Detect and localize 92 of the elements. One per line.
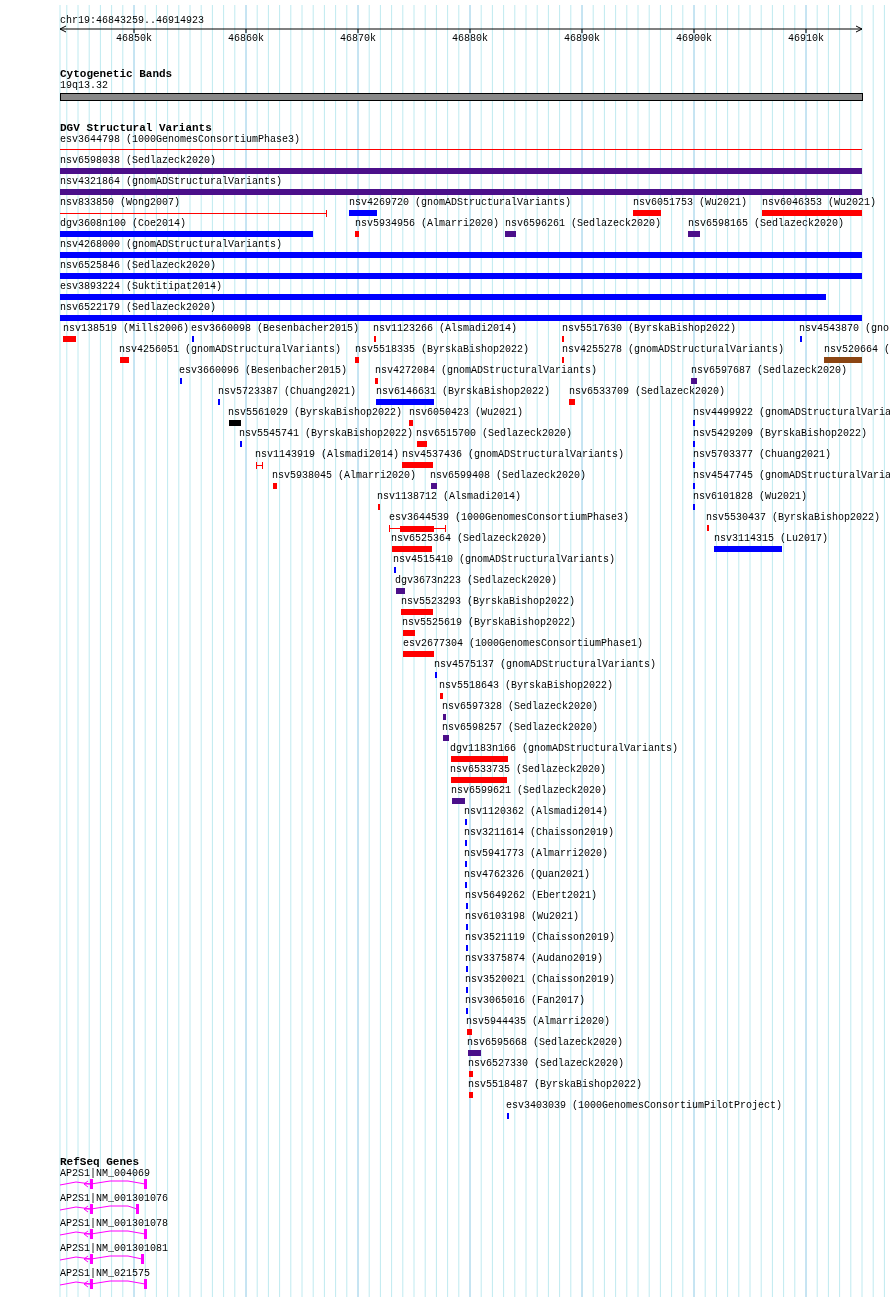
- tick-label: 46910k: [788, 33, 824, 45]
- variant-label: dgv1183n166 (gnomADStructuralVariants): [450, 743, 679, 755]
- variant-label: nsv6597687 (Sedlazeck2020): [691, 365, 848, 377]
- variant-label: nsv5523293 (ByrskaBishop2022): [401, 596, 576, 608]
- variant-label: nsv3065016 (Fan2017): [465, 995, 586, 1007]
- variant-label: nsv4575137 (gnomADStructuralVariants): [434, 659, 657, 671]
- gene-label: AP2S1|NM_001301076: [60, 1193, 169, 1205]
- variant-label: nsv6101828 (Wu2021): [693, 491, 808, 503]
- variant-label: nsv6050423 (Wu2021): [409, 407, 524, 419]
- tick-label: 46860k: [228, 33, 264, 45]
- variant-label: nsv5518335 (ByrskaBishop2022): [355, 344, 530, 356]
- variant-label: dgv3608n100 (Coe2014): [60, 218, 187, 230]
- gene-label: AP2S1|NM_001301081: [60, 1243, 169, 1255]
- variant-label: dgv3673n223 (Sedlazeck2020): [395, 575, 558, 587]
- variant-label: nsv3211614 (Chaisson2019): [464, 827, 615, 839]
- variant-label: nsv5518643 (ByrskaBishop2022): [439, 680, 614, 692]
- variant-label: nsv5525619 (ByrskaBishop2022): [402, 617, 577, 629]
- variant-label: nsv6597328 (Sedlazeck2020): [442, 701, 599, 713]
- variant-label: nsv4321864 (gnomADStructuralVariants): [60, 176, 283, 188]
- variant-label: nsv3114315 (Lu2017): [714, 533, 829, 545]
- variant-label: esv3660096 (Besenbacher2015): [179, 365, 348, 377]
- variant-label: nsv4268000 (gnomADStructuralVariants): [60, 239, 283, 251]
- gene-label: AP2S1|NM_001301078: [60, 1218, 169, 1230]
- variant-label: nsv5561029 (ByrskaBishop2022): [228, 407, 403, 419]
- variant-label: nsv520664 (: [824, 344, 890, 356]
- variant-label: nsv6599408 (Sedlazeck2020): [430, 470, 587, 482]
- tick-label: 46870k: [340, 33, 376, 45]
- variant-label: nsv5944435 (Almarri2020): [466, 1016, 611, 1028]
- track-title: DGV Structural Variants: [60, 122, 212, 134]
- variant-label: nsv6533709 (Sedlazeck2020): [569, 386, 726, 398]
- variant-label: nsv6595668 (Sedlazeck2020): [467, 1037, 624, 1049]
- variant-label: esv3660098 (Besenbacher2015): [191, 323, 360, 335]
- variant-label: nsv6046353 (Wu2021): [762, 197, 877, 209]
- coordinate-range: chr19:46843259..46914923: [60, 15, 205, 27]
- variant-label: nsv6051753 (Wu2021): [633, 197, 748, 209]
- variant-label: nsv5703377 (Chuang2021): [693, 449, 832, 461]
- variant-label: nsv833850 (Wong2007): [60, 197, 181, 209]
- variant-label: nsv1143919 (Alsmadi2014): [255, 449, 400, 461]
- variant-label: nsv5723387 (Chuang2021): [218, 386, 357, 398]
- variant-label: nsv6522179 (Sedlazeck2020): [60, 302, 217, 314]
- tick-label: 46880k: [452, 33, 488, 45]
- variant-label: nsv5934956 (Almarri2020): [355, 218, 500, 230]
- variant-label: nsv5938045 (Almarri2020): [272, 470, 417, 482]
- variant-label: nsv6525846 (Sedlazeck2020): [60, 260, 217, 272]
- variant-label: nsv6525364 (Sedlazeck2020): [391, 533, 548, 545]
- gene-label: AP2S1|NM_021575: [60, 1268, 150, 1280]
- variant-label: nsv6533735 (Sedlazeck2020): [450, 764, 607, 776]
- variant-label: nsv6146631 (ByrskaBishop2022): [376, 386, 551, 398]
- track-title: RefSeq Genes: [60, 1156, 140, 1168]
- variant-label: nsv4499922 (gnomADStructuralVaria: [693, 407, 890, 419]
- variant-label: nsv1138712 (Alsmadi2014): [377, 491, 522, 503]
- gene-label: AP2S1|NM_004069: [60, 1168, 150, 1180]
- variant-label: nsv5941773 (Almarri2020): [464, 848, 609, 860]
- variant-label: nsv1123266 (Alsmadi2014): [373, 323, 518, 335]
- variant-label: nsv6599621 (Sedlazeck2020): [451, 785, 608, 797]
- variant-label: nsv5649262 (Ebert2021): [465, 890, 598, 902]
- variant-label: nsv5518487 (ByrskaBishop2022): [468, 1079, 643, 1091]
- variant-label: nsv4537436 (gnomADStructuralVariants): [402, 449, 625, 461]
- variant-label: nsv5429209 (ByrskaBishop2022): [693, 428, 868, 440]
- variant-label: nsv3375874 (Audano2019): [465, 953, 604, 965]
- variant-label: nsv4255278 (gnomADStructuralVariants): [562, 344, 785, 356]
- variant-label: esv3644798 (1000GenomesConsortiumPhase3): [60, 134, 301, 146]
- variant-label: esv3893224 (Suktitipat2014): [60, 281, 223, 293]
- variant-label: nsv4269720 (gnomADStructuralVariants): [349, 197, 572, 209]
- variant-label: nsv6515700 (Sedlazeck2020): [416, 428, 573, 440]
- tick-label: 46890k: [564, 33, 600, 45]
- variant-label: esv2677304 (1000GenomesConsortiumPhase1): [403, 638, 644, 650]
- variant-label: nsv6103198 (Wu2021): [465, 911, 580, 923]
- variant-label: esv3403039 (1000GenomesConsortiumPilotProject): [506, 1100, 783, 1112]
- track-title: Cytogenetic Bands: [60, 68, 173, 80]
- variant-label: nsv6527330 (Sedlazeck2020): [468, 1058, 625, 1070]
- variant-label: nsv5530437 (ByrskaBishop2022): [706, 512, 881, 524]
- variant-label: nsv3520021 (Chaisson2019): [465, 974, 616, 986]
- variant-label: nsv4543870 (gno: [799, 323, 889, 335]
- variant-label: nsv4272084 (gnomADStructuralVariants): [375, 365, 598, 377]
- variant-label: nsv138519 (Mills2006): [63, 323, 190, 335]
- variant-label: nsv4762326 (Quan2021): [464, 869, 591, 881]
- variant-label: nsv6598165 (Sedlazeck2020): [688, 218, 845, 230]
- variant-label: nsv3521119 (Chaisson2019): [465, 932, 616, 944]
- variant-label: nsv4547745 (gnomADStructuralVaria: [693, 470, 890, 482]
- tick-label: 46900k: [676, 33, 712, 45]
- variant-label: nsv4256051 (gnomADStructuralVariants): [119, 344, 342, 356]
- variant-label: nsv6598038 (Sedlazeck2020): [60, 155, 217, 167]
- variant-label: nsv4515410 (gnomADStructuralVariants): [393, 554, 616, 566]
- variant-label: esv3644539 (1000GenomesConsortiumPhase3): [389, 512, 630, 524]
- tick-label: 46850k: [116, 33, 152, 45]
- variant-label: nsv5545741 (ByrskaBishop2022): [239, 428, 414, 440]
- variant-label: nsv1120362 (Alsmadi2014): [464, 806, 609, 818]
- variant-label: nsv6598257 (Sedlazeck2020): [442, 722, 599, 734]
- band-label: 19q13.32: [60, 80, 108, 92]
- variant-label: nsv5517630 (ByrskaBishop2022): [562, 323, 737, 335]
- variant-label: nsv6596261 (Sedlazeck2020): [505, 218, 662, 230]
